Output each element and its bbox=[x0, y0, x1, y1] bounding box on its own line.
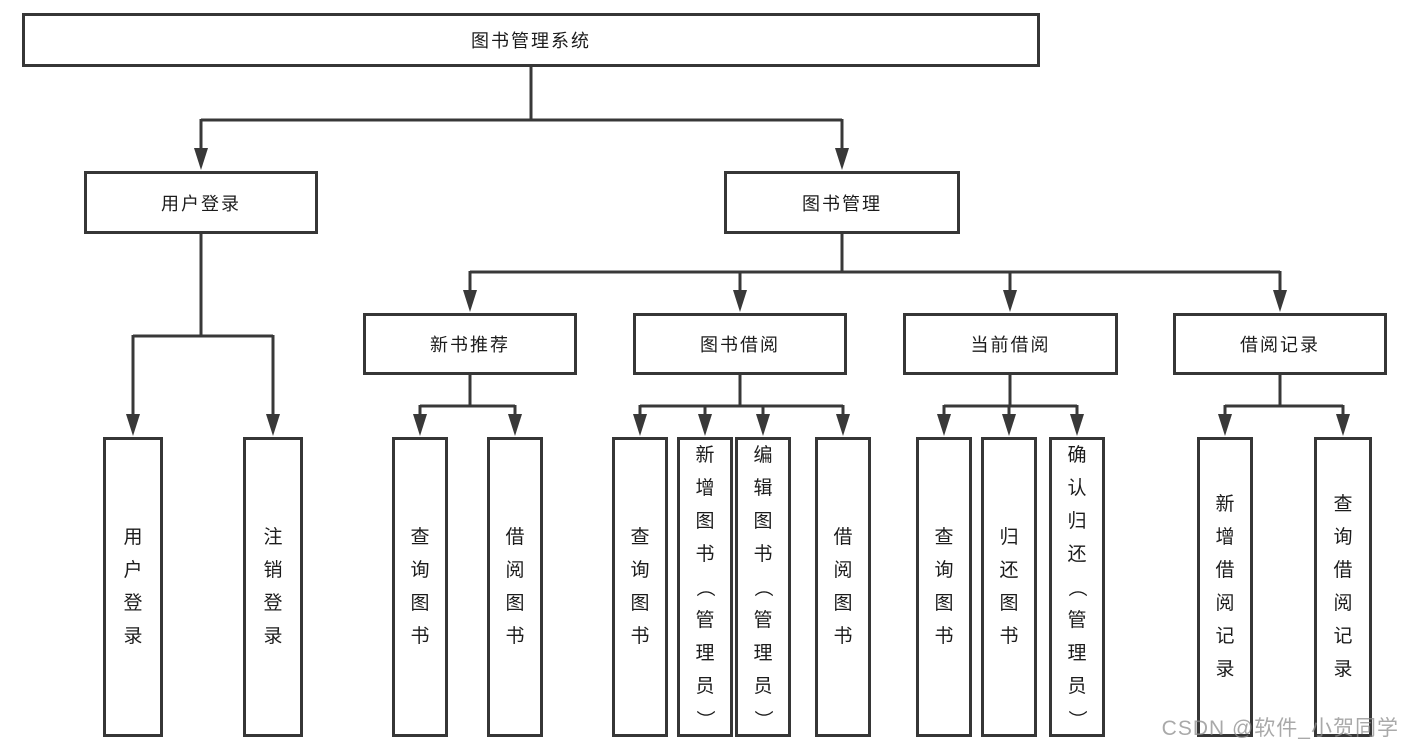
leaf-query-books-recommend-label: 查询图书 bbox=[410, 527, 430, 647]
node-new-book-recommend-label: 新书推荐 bbox=[430, 335, 510, 355]
leaf-user-login-label: 用户登录 bbox=[123, 527, 143, 647]
leaf-logout: 注销登录 bbox=[243, 437, 303, 737]
node-user-login: 用户登录 bbox=[84, 171, 318, 234]
node-book-management-label: 图书管理 bbox=[802, 193, 882, 214]
watermark: CSDN @软件_小贺同学 bbox=[1161, 717, 1399, 740]
leaf-borrow-books-recommend-label: 借阅图书 bbox=[505, 527, 525, 647]
leaf-query-books-borrow-label: 查询图书 bbox=[630, 527, 650, 647]
leaf-edit-books-admin: 编辑图书（管理员） bbox=[735, 437, 791, 737]
node-root-system: 图书管理系统 bbox=[22, 13, 1040, 67]
leaf-query-borrow-record-label: 查询借阅记录 bbox=[1333, 494, 1353, 680]
leaf-user-login: 用户登录 bbox=[103, 437, 163, 737]
leaf-confirm-return-admin-label: 确认归还（管理员） bbox=[1066, 444, 1088, 729]
leaf-borrow-books-recommend: 借阅图书 bbox=[487, 437, 543, 737]
leaf-query-books-current-label: 查询图书 bbox=[934, 527, 954, 647]
leaf-query-books-current: 查询图书 bbox=[916, 437, 972, 737]
leaf-borrow-books: 借阅图书 bbox=[815, 437, 871, 737]
leaf-confirm-return-admin: 确认归还（管理员） bbox=[1049, 437, 1105, 737]
node-borrow-records-label: 借阅记录 bbox=[1240, 335, 1320, 355]
leaf-query-books-borrow: 查询图书 bbox=[612, 437, 668, 737]
leaf-borrow-books-label: 借阅图书 bbox=[833, 527, 853, 647]
leaf-add-borrow-record: 新增借阅记录 bbox=[1197, 437, 1253, 737]
node-user-login-label: 用户登录 bbox=[161, 193, 241, 214]
node-current-borrow: 当前借阅 bbox=[903, 313, 1118, 375]
leaf-logout-label: 注销登录 bbox=[263, 527, 283, 647]
node-book-borrow-label: 图书借阅 bbox=[700, 335, 780, 355]
leaf-add-books-admin: 新增图书（管理员） bbox=[677, 437, 733, 737]
leaf-query-borrow-record: 查询借阅记录 bbox=[1314, 437, 1372, 737]
node-current-borrow-label: 当前借阅 bbox=[970, 335, 1051, 355]
node-book-borrow: 图书借阅 bbox=[633, 313, 847, 375]
node-borrow-records: 借阅记录 bbox=[1173, 313, 1387, 375]
node-book-management: 图书管理 bbox=[724, 171, 960, 234]
leaf-return-books-label: 归还图书 bbox=[999, 527, 1019, 647]
node-root-label: 图书管理系统 bbox=[471, 31, 591, 51]
leaf-query-books-recommend: 查询图书 bbox=[392, 437, 448, 737]
leaf-return-books: 归还图书 bbox=[981, 437, 1037, 737]
leaf-edit-books-admin-label: 编辑图书（管理员） bbox=[752, 444, 774, 729]
leaf-add-borrow-record-label: 新增借阅记录 bbox=[1215, 494, 1235, 680]
leaf-add-books-admin-label: 新增图书（管理员） bbox=[694, 444, 716, 729]
node-new-book-recommend: 新书推荐 bbox=[363, 313, 577, 375]
